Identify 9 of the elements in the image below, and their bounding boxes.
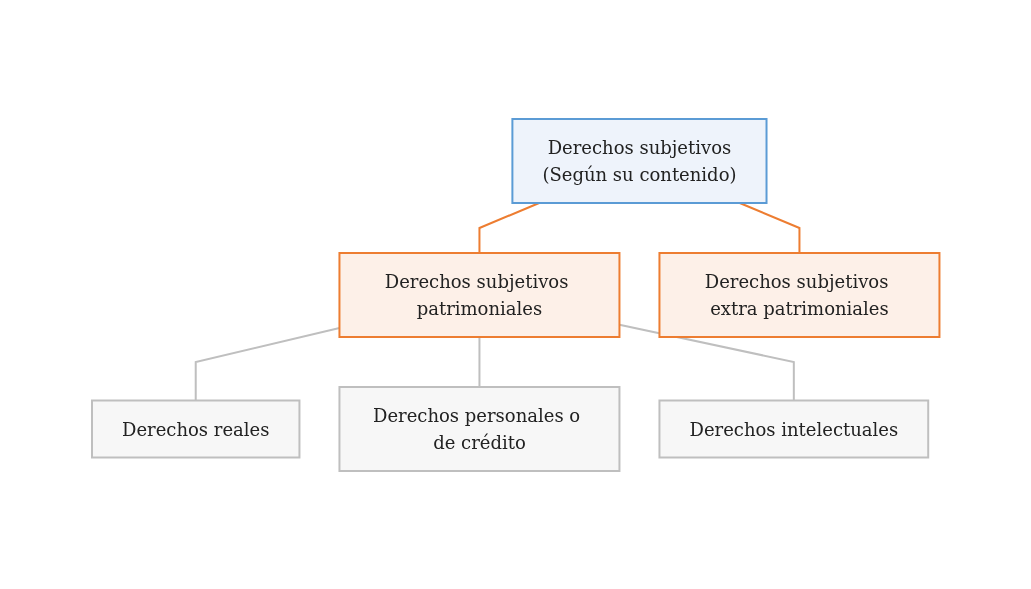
node-box: Derechos reales <box>90 399 301 458</box>
node-box: Derechos intelectuales <box>658 399 929 458</box>
node-box: Derechos subjetivos extra patrimoniales <box>658 251 941 338</box>
node-box: Derechos personales o de crédito <box>338 385 621 472</box>
connector <box>738 201 801 254</box>
connector <box>478 201 540 254</box>
node-box: Derechos subjetivos patrimoniales <box>338 251 621 338</box>
node-box: Derechos subjetivos (Según su contenido) <box>511 117 768 204</box>
connector <box>478 335 481 388</box>
